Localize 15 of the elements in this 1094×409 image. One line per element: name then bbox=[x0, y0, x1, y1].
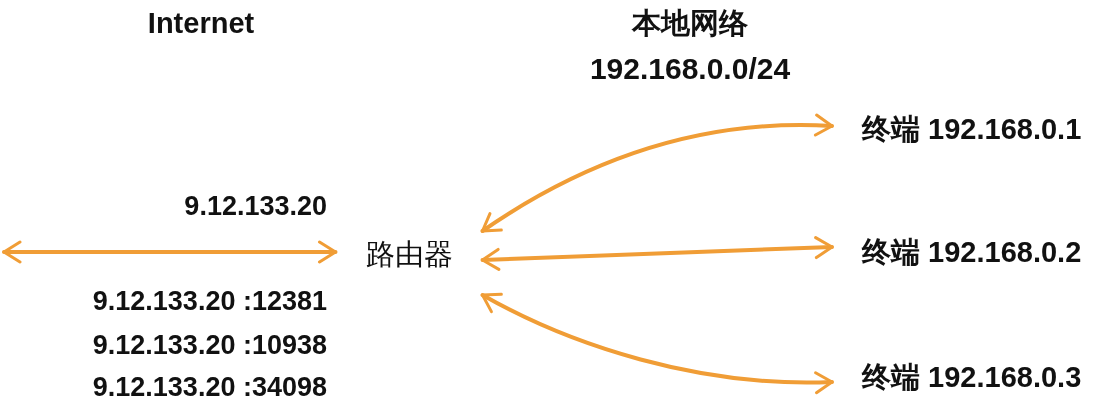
address-label: 192.168.0.0/24 bbox=[589, 51, 791, 85]
address-label: 9.12.133.20 :12381 bbox=[92, 287, 327, 317]
terminal-label: 终端 192.168.0.3 bbox=[862, 362, 1082, 394]
address-label: 9.12.133.20 :34098 bbox=[92, 373, 327, 403]
double-arrow bbox=[480, 292, 834, 394]
address-label: 9.12.133.20 :10938 bbox=[92, 331, 327, 361]
address-label: 9.12.133.20 bbox=[184, 192, 327, 222]
double-arrow bbox=[2, 240, 338, 264]
terminal-label: 终端 192.168.0.1 bbox=[862, 114, 1082, 146]
section-heading: 本地网络 bbox=[632, 8, 748, 40]
double-arrow bbox=[480, 236, 834, 271]
terminal-label: 终端 192.168.0.2 bbox=[862, 237, 1082, 269]
section-heading: Internet bbox=[147, 8, 255, 40]
double-arrow bbox=[480, 114, 834, 233]
router-label: 路由器 bbox=[365, 239, 453, 271]
